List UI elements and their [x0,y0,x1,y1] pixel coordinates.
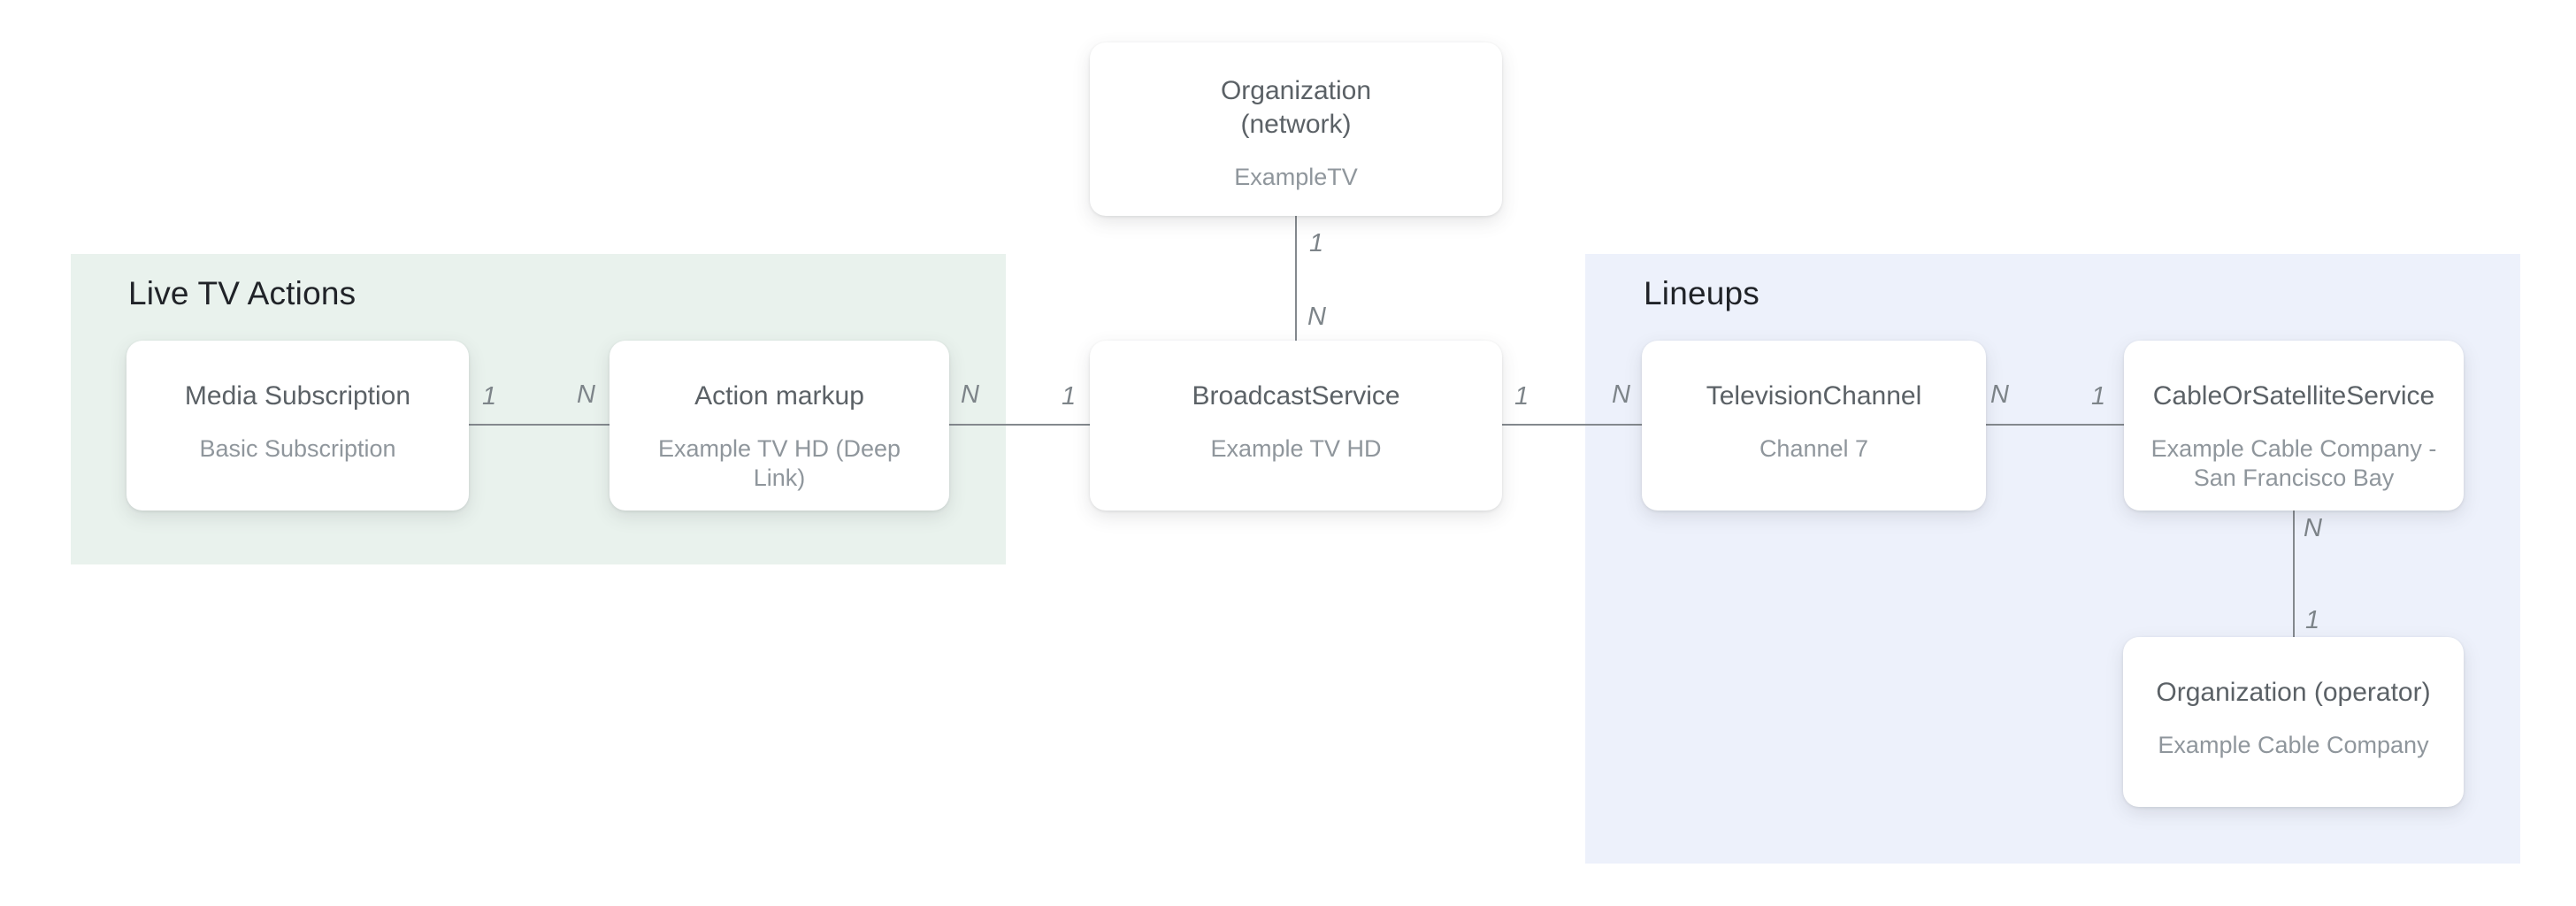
cardinality-label: 1 [2091,382,2106,411]
edge-broadcast-service-to-television-channel [1502,424,1643,426]
edge-television-channel-to-cable-or-satellite-service [1986,424,2125,426]
entity-title: Media Subscription [184,381,411,411]
entity-subtitle: ExampleTV [1234,164,1358,190]
entity-subtitle: Basic Subscription [199,435,396,462]
edge-organization-network-to-broadcast-service [1295,216,1297,342]
cardinality-label: 1 [1309,229,1324,257]
entity-title: Organization (network) [1220,76,1372,139]
entity-title: TelevisionChannel [1706,381,1922,411]
cardinality-label: N [961,380,979,409]
cardinality-label: N [2304,514,2322,542]
group-title-live-tv-actions: Live TV Actions [128,275,356,311]
entity-card-organization-operator: Organization (operator) Example Cable Co… [2123,637,2464,807]
entity-title: Organization (operator) [2156,678,2431,707]
cardinality-label: 1 [2305,606,2320,634]
cardinality-label: N [1990,380,2009,409]
edge-media-subscription-to-action-markup [469,424,610,426]
entity-card-cable-or-satellite-service: CableOrSatelliteService Example Cable Co… [2124,341,2464,511]
entity-title: Action markup [694,381,864,411]
edge-action-markup-to-broadcast-service [948,424,1091,426]
cardinality-label: 1 [1062,382,1077,411]
cardinality-label: N [1307,303,1326,331]
entity-card-organization-network: Organization (network) ExampleTV [1090,42,1502,216]
group-title-lineups: Lineups [1644,275,1760,311]
cardinality-label: N [577,380,595,409]
entity-subtitle: Example Cable Company [2158,732,2429,758]
entity-title: BroadcastService [1192,381,1400,411]
entity-card-action-markup: Action markup Example TV HD (Deep Link) [610,341,949,511]
entity-title: CableOrSatelliteService [2152,381,2435,411]
entity-subtitle: Channel 7 [1759,435,1869,462]
entity-card-broadcast-service: BroadcastService Example TV HD [1090,341,1502,511]
edge-cable-or-satellite-service-to-organization-operator [2293,510,2295,638]
entity-subtitle: Example Cable Company - San Francisco Ba… [2150,435,2437,491]
cardinality-label: 1 [1514,382,1530,411]
entity-card-media-subscription: Media Subscription Basic Subscription [126,341,469,511]
entity-subtitle: Example TV HD [1210,435,1382,462]
cardinality-label: 1 [482,382,497,411]
entity-subtitle: Example TV HD (Deep Link) [657,435,901,491]
cardinality-label: N [1612,380,1630,409]
entity-card-television-channel: TelevisionChannel Channel 7 [1642,341,1986,511]
